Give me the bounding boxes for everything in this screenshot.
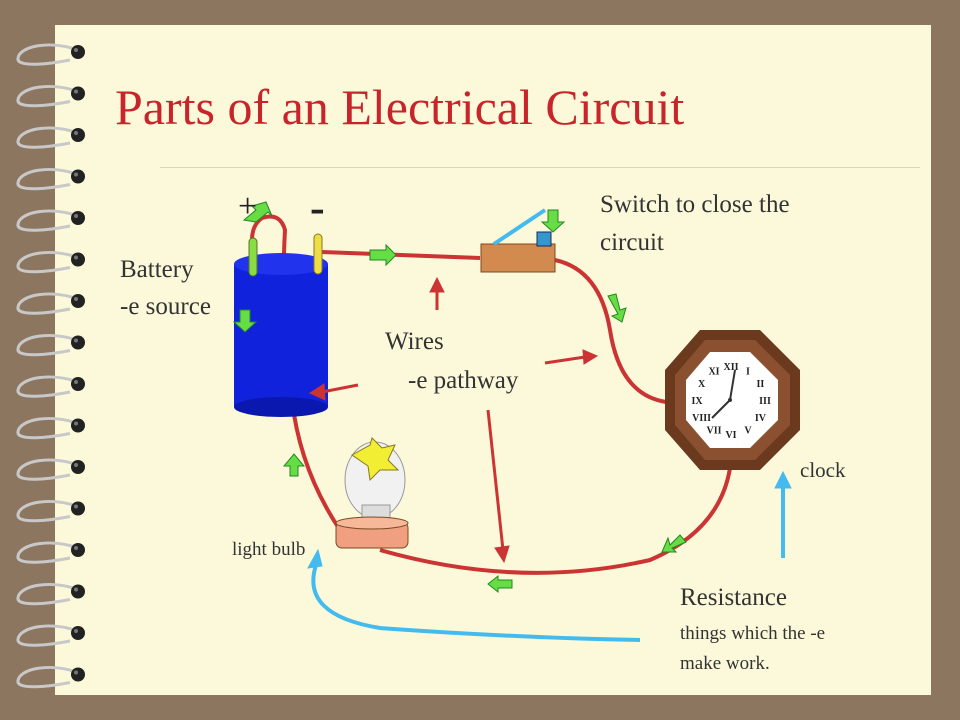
wire-pointer-arrows bbox=[308, 276, 599, 564]
clock-numeral: VI bbox=[725, 430, 736, 441]
wires-description: -e pathway bbox=[408, 367, 519, 394]
wire-clock-to-bulb bbox=[379, 467, 732, 575]
resistance-description-line2: make work. bbox=[680, 653, 770, 674]
binding-ring bbox=[16, 458, 85, 481]
clock-numeral: XI bbox=[708, 367, 719, 378]
switch-label-line2: circuit bbox=[600, 229, 664, 256]
binding-ring bbox=[16, 582, 85, 606]
wires-label: Wires bbox=[385, 328, 444, 355]
battery-description: -e source bbox=[120, 293, 211, 320]
resistance-description-line1: things which the -e bbox=[680, 623, 826, 644]
wire-top bbox=[321, 250, 481, 260]
binding-ring bbox=[16, 624, 85, 647]
binding-ring bbox=[16, 499, 85, 523]
clock-numeral: III bbox=[759, 396, 771, 407]
binding-ring bbox=[16, 43, 85, 66]
switch-label-line1: Switch to close the bbox=[600, 191, 790, 218]
blue-pointer-arrows bbox=[307, 470, 792, 642]
light-bulb-icon bbox=[335, 437, 409, 549]
title-divider bbox=[160, 167, 920, 168]
page-title: Parts of an Electrical Circuit bbox=[115, 79, 685, 135]
clock-numeral: II bbox=[757, 379, 765, 390]
binding-ring bbox=[16, 333, 85, 357]
clock-numeral: IX bbox=[691, 396, 703, 407]
spiral-binding bbox=[16, 43, 85, 689]
clock-numeral: V bbox=[744, 425, 752, 436]
wire-switch-to-clock bbox=[554, 258, 667, 404]
switch-icon bbox=[480, 208, 556, 273]
binding-ring bbox=[16, 665, 85, 689]
clock-numeral: XII bbox=[723, 362, 738, 373]
binding-ring bbox=[16, 250, 85, 274]
clock-numeral: I bbox=[746, 367, 750, 378]
binding-ring bbox=[16, 209, 85, 232]
binding-ring bbox=[16, 126, 85, 149]
binding-ring bbox=[16, 416, 85, 440]
positive-terminal-label: + bbox=[238, 188, 258, 225]
clock-numeral: IV bbox=[755, 413, 767, 424]
battery-label: Battery bbox=[120, 256, 194, 283]
clock-numeral: VIII bbox=[692, 413, 711, 424]
clock-numeral: X bbox=[698, 379, 706, 390]
light-bulb-label: light bulb bbox=[232, 539, 306, 560]
clock-label: clock bbox=[800, 458, 846, 482]
clock-numeral: VII bbox=[706, 425, 721, 436]
negative-terminal-label: - bbox=[310, 183, 325, 232]
binding-ring bbox=[16, 84, 85, 108]
battery-icon bbox=[234, 233, 328, 417]
binding-ring bbox=[16, 541, 85, 564]
binding-ring bbox=[16, 167, 85, 191]
binding-ring bbox=[16, 292, 85, 315]
binding-ring bbox=[16, 375, 85, 398]
green-flow-arrows bbox=[232, 201, 687, 594]
resistance-heading: Resistance bbox=[680, 584, 787, 611]
